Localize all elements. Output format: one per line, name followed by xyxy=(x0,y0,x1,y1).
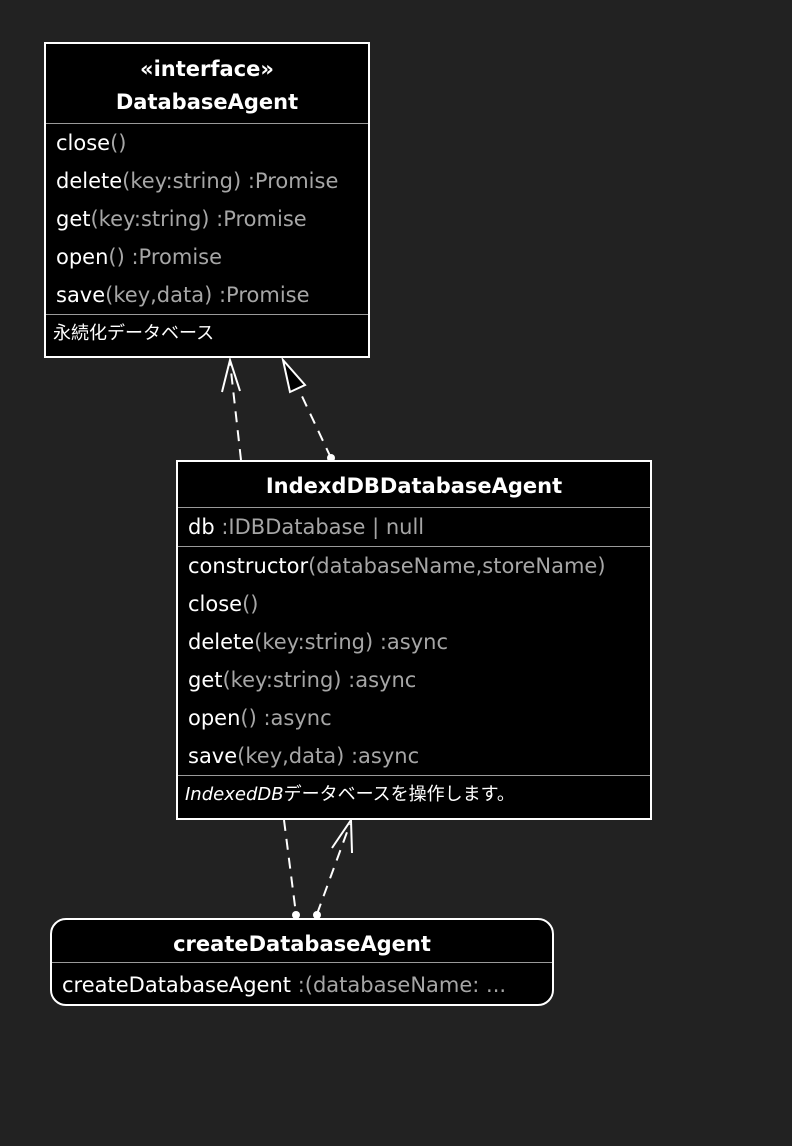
method-name: close xyxy=(188,592,243,616)
method-name: get xyxy=(56,207,91,231)
note-rest-part: データベースを操作します。 xyxy=(283,784,515,805)
member-name: createDatabaseAgent xyxy=(62,973,292,997)
class-note: 永続化データベース xyxy=(46,314,368,353)
edge-indexeddb-implements-databaseagent xyxy=(281,356,335,462)
class-header: «interface» DatabaseAgent xyxy=(46,44,368,123)
method-row: open() :Promise xyxy=(46,238,368,276)
field-name: db xyxy=(188,515,215,539)
method-signature: (key:string) :Promise xyxy=(122,169,339,193)
method-row: delete(key:string) :Promise xyxy=(46,162,368,200)
method-signature: () xyxy=(242,592,259,616)
member-signature: :(databaseName: ... xyxy=(291,973,507,997)
class-header: createDatabaseAgent xyxy=(52,920,552,962)
database-agent-class[interactable]: «interface» DatabaseAgent close() delete… xyxy=(44,42,370,358)
indexeddb-agent-class[interactable]: IndexdDBDatabaseAgent db :IDBDatabase | … xyxy=(176,460,652,820)
method-signature: (key,data) :Promise xyxy=(105,283,310,307)
method-signature: () xyxy=(110,131,127,155)
method-name: constructor xyxy=(188,554,309,578)
method-row: get(key:string) :async xyxy=(178,661,650,699)
method-row: save(key,data) :Promise xyxy=(46,276,368,314)
edge-indexeddb-uses-databaseagent xyxy=(221,356,242,461)
method-row: delete(key:string) :async xyxy=(178,623,650,661)
method-name: close xyxy=(56,131,111,155)
method-name: delete xyxy=(188,630,255,654)
method-name: delete xyxy=(56,169,123,193)
method-row: constructor(databaseName,storeName) xyxy=(178,547,650,585)
member-row: createDatabaseAgent :(databaseName: ... xyxy=(52,963,552,1004)
methods-section: constructor(databaseName,storeName) clos… xyxy=(178,546,650,775)
members-section: createDatabaseAgent :(databaseName: ... xyxy=(52,962,552,1004)
field-row: db :IDBDatabase | null xyxy=(178,508,650,546)
class-name: createDatabaseAgent xyxy=(173,932,431,956)
method-signature: () :async xyxy=(240,706,332,730)
note-italic-part: IndexedDB xyxy=(185,784,284,805)
method-row: get(key:string) :Promise xyxy=(46,200,368,238)
methods-section: close() delete(key:string) :Promise get(… xyxy=(46,123,368,314)
class-note: IndexedDBデータベースを操作します。 xyxy=(178,775,650,814)
method-signature: (databaseName,storeName) xyxy=(308,554,606,578)
field-signature: :IDBDatabase | null xyxy=(214,515,425,539)
method-signature: (key:string) :async xyxy=(222,668,417,692)
class-stereotype: «interface» xyxy=(140,57,274,81)
class-name: IndexdDBDatabaseAgent xyxy=(265,474,563,498)
edge-indexeddb-to-createagent xyxy=(283,819,300,919)
method-name: save xyxy=(56,283,106,307)
method-row: open() :async xyxy=(178,699,650,737)
method-row: save(key,data) :async xyxy=(178,737,650,775)
create-agent-module[interactable]: createDatabaseAgent createDatabaseAgent … xyxy=(50,918,554,1006)
edge-createagent-uses-indexeddb xyxy=(313,816,353,919)
method-signature: (key:string) :Promise xyxy=(90,207,307,231)
class-name: DatabaseAgent xyxy=(115,90,299,114)
fields-section: db :IDBDatabase | null xyxy=(178,507,650,546)
method-row: close() xyxy=(178,585,650,623)
method-name: get xyxy=(188,668,223,692)
method-name: open xyxy=(188,706,241,730)
method-signature: () :Promise xyxy=(108,245,223,269)
method-name: open xyxy=(56,245,109,269)
method-row: close() xyxy=(46,124,368,162)
class-header: IndexdDBDatabaseAgent xyxy=(178,462,650,507)
method-signature: (key:string) :async xyxy=(254,630,448,654)
method-signature: (key,data) :async xyxy=(237,744,420,768)
method-name: save xyxy=(188,744,238,768)
